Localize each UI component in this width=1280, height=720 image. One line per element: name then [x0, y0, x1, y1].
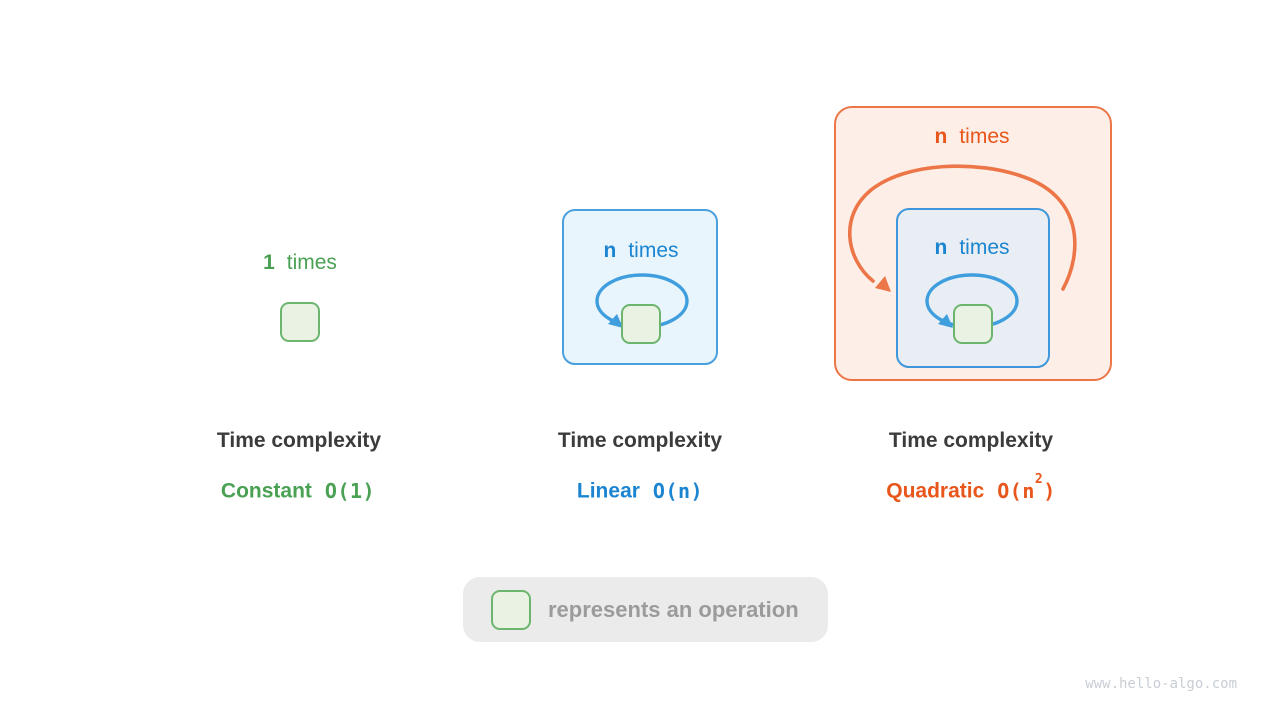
loop-word: times [286, 251, 337, 274]
operation-square [953, 304, 993, 344]
linear-title: Time complexity [557, 429, 723, 452]
constant-title: Time complexity [216, 429, 382, 452]
quadratic-title: Time complexity [888, 429, 1054, 452]
loop-word: times [959, 125, 1010, 148]
big-o-notation: O(n) [652, 478, 704, 503]
loop-count: n [934, 236, 948, 259]
linear-complexity-label: Linear O(n) [577, 473, 703, 506]
constant-complexity-label: Constant O(1) [221, 473, 375, 506]
operation-square [621, 304, 661, 344]
loop-count: 1 [263, 251, 275, 274]
complexity-name: Constant [220, 479, 312, 503]
complexity-name: Linear [576, 479, 640, 503]
constant-loop-count-label: 1 times [263, 250, 337, 276]
big-o-notation: O(n2) [997, 472, 1056, 503]
watermark: www.hello-algo.com [1085, 676, 1237, 692]
loop-word: times [628, 239, 679, 262]
complexity-name: Quadratic [886, 479, 985, 503]
loop-count: n [934, 125, 948, 148]
operation-square-legend-icon [491, 589, 531, 630]
legend-label: represents an operation [548, 596, 799, 622]
legend: represents an operation [463, 577, 828, 642]
quadratic-complexity-label: Quadratic O(n2) [886, 472, 1056, 506]
big-o-notation: O(1) [324, 478, 376, 503]
loop-count: n [603, 239, 617, 262]
operation-square [280, 302, 320, 342]
loop-word: times [959, 236, 1010, 259]
quadratic-inner-loop-box [896, 208, 1050, 368]
